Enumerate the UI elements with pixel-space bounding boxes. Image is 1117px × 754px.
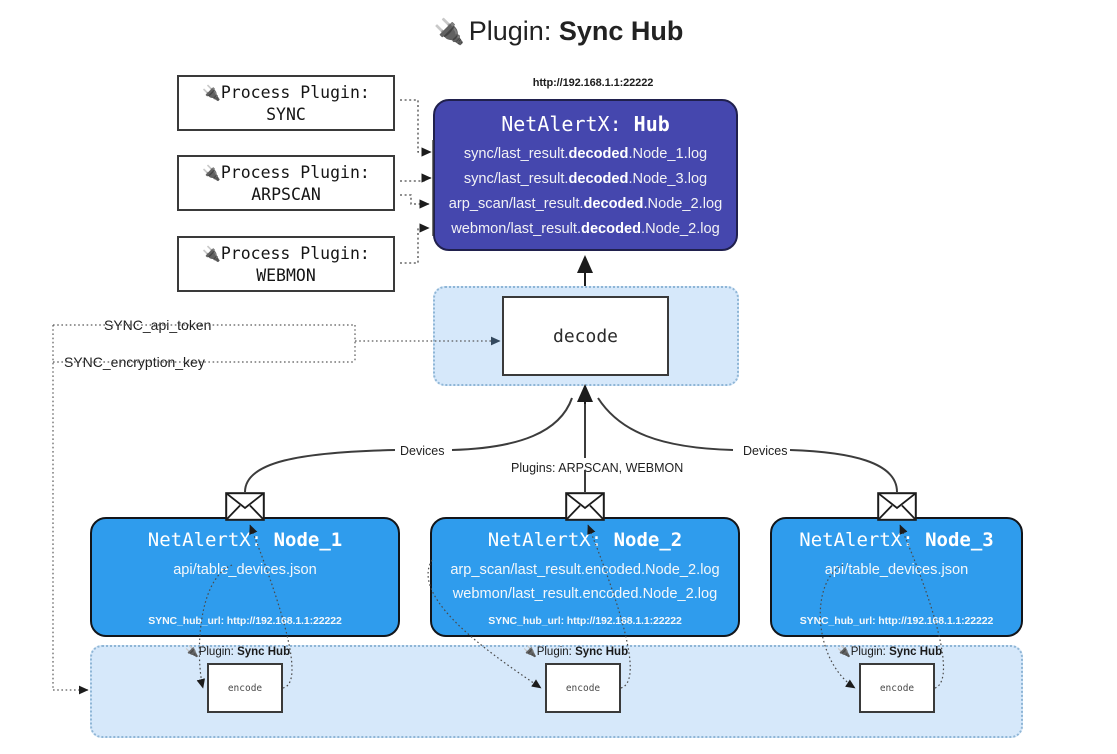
plug-icon: 🔌 bbox=[523, 646, 537, 658]
hub-url-label: http://192.168.1.1:22222 bbox=[532, 77, 654, 89]
encode-box-node-1[interactable]: encode bbox=[207, 663, 283, 713]
plug-icon: 🔌 bbox=[202, 164, 221, 182]
encode-plugin-label: 🔌Plugin: Sync Hub bbox=[837, 646, 943, 658]
node-box-node-2[interactable]: NetAlertX: Node_2 arp_scan/last_result.e… bbox=[430, 517, 740, 637]
node-line-list: arp_scan/last_result.encoded.Node_2.log … bbox=[432, 559, 738, 606]
envelope-icon bbox=[565, 492, 605, 521]
node-title-name: Node_3 bbox=[925, 529, 994, 551]
encode-plugin-label: 🔌Plugin: Sync Hub bbox=[185, 646, 291, 658]
node-line: webmon/last_result.encoded.Node_2.log bbox=[452, 585, 718, 602]
node-line: api/table_devices.json bbox=[824, 562, 969, 578]
plug-icon: 🔌 bbox=[202, 84, 221, 102]
node-box-node-3[interactable]: NetAlertX: Node_3 api/table_devices.json… bbox=[770, 517, 1023, 637]
process-plugin-name: SYNC bbox=[266, 104, 306, 124]
node-title: NetAlertX: Node_1 bbox=[147, 529, 343, 551]
process-plugin-heading: 🔌Process Plugin: bbox=[202, 163, 370, 182]
envelope-icon bbox=[877, 492, 917, 521]
encode-box-node-3[interactable]: encode bbox=[859, 663, 935, 713]
sync-encryption-key-label: SYNC_encryption_key bbox=[60, 354, 209, 370]
node-title-name: Node_1 bbox=[273, 529, 343, 551]
process-plugin-name: WEBMON bbox=[256, 265, 316, 285]
devices-label-right: Devices bbox=[738, 444, 793, 458]
page-title-name: Sync Hub bbox=[558, 16, 684, 46]
page-title: 🔌Plugin: Sync Hub bbox=[0, 16, 1117, 47]
plug-icon: 🔌 bbox=[202, 245, 221, 263]
sync-api-token-label: SYNC_api_token bbox=[100, 317, 216, 333]
hub-log-list: sync/last_result.decoded.Node_1.log sync… bbox=[435, 142, 736, 242]
process-plugin-box-webmon[interactable]: 🔌Process Plugin: WEBMON bbox=[177, 236, 395, 292]
node-title: NetAlertX: Node_2 bbox=[487, 529, 683, 551]
encode-plugin-label: 🔌Plugin: Sync Hub bbox=[523, 646, 629, 658]
process-plugin-box-sync[interactable]: 🔌Process Plugin: SYNC bbox=[177, 75, 395, 131]
node-box-node-1[interactable]: NetAlertX: Node_1 api/table_devices.json… bbox=[90, 517, 400, 637]
node-hub-url: SYNC_hub_url: http://192.168.1.1:22222 bbox=[148, 615, 342, 627]
node-title: NetAlertX: Node_3 bbox=[799, 529, 994, 551]
node-line-list: api/table_devices.json bbox=[92, 559, 398, 583]
plug-icon: 🔌 bbox=[185, 646, 199, 658]
plugins-label: Plugins: ARPSCAN, WEBMON bbox=[506, 461, 689, 475]
plug-icon: 🔌 bbox=[837, 646, 851, 658]
node-title-name: Node_2 bbox=[613, 529, 683, 551]
node-line: arp_scan/last_result.encoded.Node_2.log bbox=[450, 562, 720, 578]
process-plugin-name: ARPSCAN bbox=[251, 184, 321, 204]
process-plugin-heading: 🔌Process Plugin: bbox=[202, 83, 370, 102]
node-line: api/table_devices.json bbox=[173, 562, 317, 578]
node-line-list: api/table_devices.json bbox=[772, 559, 1021, 583]
node-hub-url: SYNC_hub_url: http://192.168.1.1:22222 bbox=[488, 615, 682, 627]
hub-title: NetAlertX: Hub bbox=[501, 112, 670, 136]
process-plugin-box-arpscan[interactable]: 🔌Process Plugin: ARPSCAN bbox=[177, 155, 395, 211]
hub-log-line: sync/last_result.decoded.Node_1.log bbox=[463, 146, 708, 162]
page-title-prefix: Plugin: bbox=[468, 16, 559, 46]
devices-label-left: Devices bbox=[395, 444, 450, 458]
decode-box[interactable]: decode bbox=[502, 296, 669, 376]
encode-box-node-2[interactable]: encode bbox=[545, 663, 621, 713]
envelope-icon bbox=[225, 492, 265, 521]
plug-icon: 🔌 bbox=[433, 18, 465, 46]
hub-title-name: Hub bbox=[633, 112, 670, 136]
hub-log-line: webmon/last_result.decoded.Node_2.log bbox=[451, 221, 720, 238]
hub-log-line: sync/last_result.decoded.Node_3.log bbox=[463, 171, 708, 188]
hub-node[interactable]: NetAlertX: Hub sync/last_result.decoded.… bbox=[433, 99, 738, 251]
hub-log-line: arp_scan/last_result.decoded.Node_2.log bbox=[448, 196, 723, 213]
node-hub-url: SYNC_hub_url: http://192.168.1.1:22222 bbox=[799, 615, 994, 627]
process-plugin-heading: 🔌Process Plugin: bbox=[202, 244, 370, 263]
